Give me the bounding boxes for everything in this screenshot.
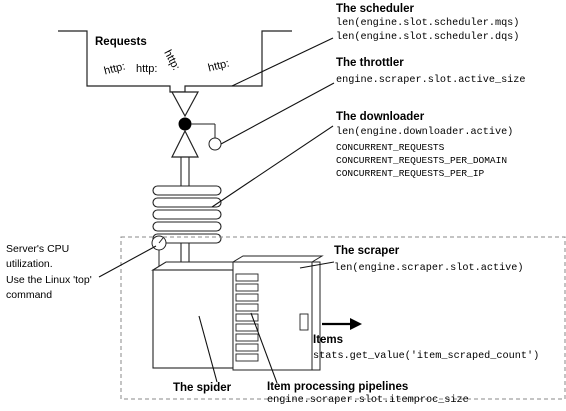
leader-lines <box>98 37 335 384</box>
scraper-title: The scraper <box>334 245 400 257</box>
scraper-region <box>120 236 566 400</box>
throttle-valve <box>170 91 222 158</box>
pipelines-title: Item processing pipelines <box>267 381 409 393</box>
scheduler-metric: len(engine.slot.scheduler.mqs) <box>336 18 520 29</box>
scheduler-metric: len(engine.slot.scheduler.dqs) <box>336 32 520 43</box>
throttler-metric: engine.scraper.slot.active_size <box>336 75 526 86</box>
spider-title: The spider <box>173 382 232 394</box>
scheduler-title: The scheduler <box>336 3 414 15</box>
downloader-setting: CONCURRENT_REQUESTS_PER_IP <box>336 168 485 179</box>
scraper-metric: len(engine.scraper.slot.active) <box>334 263 524 274</box>
downloader-title: The downloader <box>336 111 425 123</box>
cpu-note-line: utilization. <box>6 258 53 270</box>
item-arrow <box>322 318 362 330</box>
cpu-gauge <box>151 235 167 266</box>
cpu-note-line: Use the Linux 'top' <box>6 274 92 286</box>
items-metric: stats.get_value('item_scraped_count') <box>313 351 540 362</box>
cpu-note-line: Server's CPU <box>6 243 70 255</box>
spider-box <box>151 261 245 369</box>
pipeline-block <box>231 255 324 371</box>
pipeline-stages <box>235 273 309 362</box>
downloader-coil <box>152 185 222 244</box>
downloader-setting: CONCURRENT_REQUESTS <box>336 142 445 153</box>
downloader-metric: len(engine.downloader.active) <box>336 127 514 138</box>
items-title: Items <box>313 334 344 346</box>
requests-title: Requests <box>95 36 147 48</box>
pipelines-metric: engine.scraper.slot.itemproc_size <box>267 395 469 406</box>
request-token: http: <box>136 63 158 75</box>
downloader-setting: CONCURRENT_REQUESTS_PER_DOMAIN <box>336 155 508 166</box>
throttler-title: The throttler <box>336 57 404 69</box>
cpu-note-line: command <box>6 289 53 301</box>
